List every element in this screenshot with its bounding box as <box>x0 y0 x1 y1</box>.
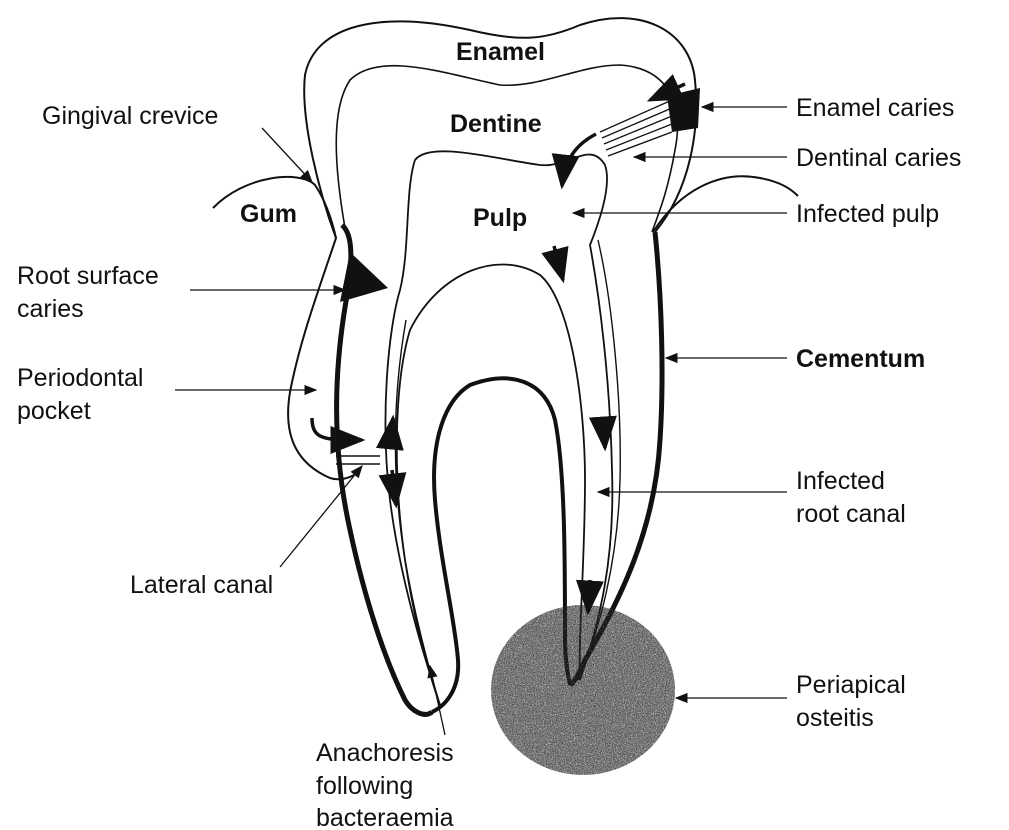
periodontal-pocket-label-2: pocket <box>17 397 91 425</box>
infected-root-canal-label-1: Infected <box>796 467 885 495</box>
anachoresis-label-3: bacteraemia <box>316 804 454 830</box>
gum-outline-right <box>653 176 798 232</box>
left-canal-line <box>395 320 438 700</box>
gum-label: Gum <box>240 200 297 228</box>
leader-anachoresis <box>430 666 445 735</box>
periodontal-pocket-label-1: Periodontal <box>17 364 143 392</box>
periapical-osteitis-label-1: Periapical <box>796 671 906 699</box>
lateral-canal <box>336 456 380 464</box>
periapical-osteitis-label-2: osteitis <box>796 704 874 732</box>
dentine-label: Dentine <box>450 110 542 138</box>
enamel-caries-lesion <box>667 88 700 132</box>
anachoresis-label-2: following <box>316 772 413 800</box>
infected-root-canal-label-2: root canal <box>796 500 906 528</box>
infected-pulp-label: Infected pulp <box>796 200 939 228</box>
root-surface-caries-lesion <box>340 252 388 302</box>
lateral-canal-label: Lateral canal <box>130 571 273 599</box>
dentinal-caries-tract <box>600 100 672 156</box>
root-surface-caries-label-1: Root surface <box>17 262 159 290</box>
dentinal-caries-label: Dentinal caries <box>796 144 961 172</box>
enamel-label: Enamel <box>456 38 545 66</box>
leader-gingival-crevice <box>262 128 312 182</box>
spread-arrows <box>312 84 685 612</box>
pulp-label: Pulp <box>473 204 527 232</box>
cementum-label: Cementum <box>796 345 925 373</box>
enamel-caries-label: Enamel caries <box>796 94 954 122</box>
root-surface-caries-label-2: caries <box>17 295 84 323</box>
gingival-crevice-label: Gingival crevice <box>42 102 218 130</box>
anachoresis-label-1: Anachoresis <box>316 739 454 767</box>
